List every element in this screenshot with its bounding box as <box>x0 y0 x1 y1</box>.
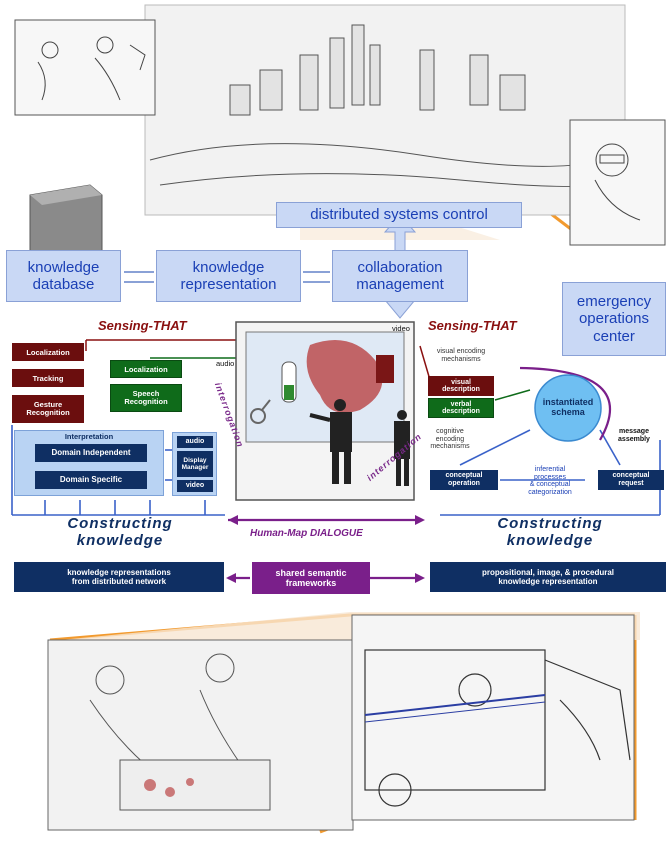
localization-box: Localization <box>12 343 84 361</box>
knowledge-representations-box: knowledge representations from distribut… <box>14 562 224 592</box>
emergency-operations-center-box: emergency operations center <box>562 282 666 356</box>
visual-encoding-label: visual encoding mechanisms <box>436 348 486 363</box>
green-localization-box: Localization <box>110 360 182 378</box>
shared-semantic-frameworks-box: shared semantic frameworks <box>252 562 370 594</box>
sensing-that-left: Sensing-THAT <box>98 318 187 333</box>
constructing-knowledge-left: Constructing knowledge <box>67 515 173 549</box>
collaboration-management-label: collaboration management <box>356 258 444 293</box>
collaboration-management-box: collaboration management <box>332 250 468 302</box>
conceptual-operation-box: conceptual operation <box>430 470 498 490</box>
instantiated-schema-label: instantiated schema <box>542 397 594 417</box>
verbal-description-box: verbal description <box>428 398 494 418</box>
message-assembly-label: message assembly <box>618 428 650 443</box>
conceptual-operation-label: conceptual operation <box>445 471 483 487</box>
verbal-description-label: verbal description <box>442 400 480 415</box>
propositional-knowledge-box: propositional, image, & procedural knowl… <box>430 562 666 592</box>
display-manager-label: Display Manager <box>181 456 209 471</box>
distributed-systems-control-label: distributed systems control <box>310 206 488 224</box>
propositional-knowledge-label: propositional, image, & procedural knowl… <box>481 567 615 586</box>
audio-tag: audio <box>216 359 235 368</box>
sensing-that-right: Sensing-THAT <box>428 318 517 333</box>
gesture-recognition-label: Gesture Recognition <box>26 399 70 417</box>
visual-description-label: visual description <box>442 378 480 393</box>
conceptual-request-box: conceptual request <box>598 470 664 490</box>
conceptual-request-label: conceptual request <box>612 471 650 487</box>
human-map-dialogue-label: Human-Map DIALOGUE <box>250 528 363 539</box>
domain-specific-label: Domain Specific <box>59 475 123 485</box>
domain-independent-box: Domain Independent <box>35 444 147 462</box>
shared-semantic-frameworks-label: shared semantic frameworks <box>275 568 347 588</box>
speech-recognition-label: Speech Recognition <box>124 388 168 406</box>
localization-label: Localization <box>26 347 70 357</box>
video-box: video <box>177 480 213 492</box>
constructing-knowledge-right: Constructing knowledge <box>497 515 603 549</box>
knowledge-representation-label: knowledge representation <box>180 258 277 293</box>
knowledge-database-label: knowledge database <box>27 258 100 293</box>
inferential-processes-label: inferential processes & conceptual categ… <box>528 466 572 497</box>
interpretation-panel: Interpretation Domain Independent Domain… <box>14 430 164 496</box>
video-tag: video <box>392 324 410 333</box>
distributed-systems-control-box: distributed systems control <box>276 202 522 228</box>
video-label: video <box>185 481 205 489</box>
media-panel: audio Display Manager video <box>172 432 217 496</box>
gesture-recognition-box: Gesture Recognition <box>12 395 84 423</box>
audio-label: audio <box>185 437 205 445</box>
speech-recognition-box: Speech Recognition <box>110 384 182 412</box>
cognitive-encoding-label: cognitive encoding mechanisms <box>430 428 470 451</box>
domain-independent-label: Domain Independent <box>51 448 131 458</box>
emergency-operations-center-label: emergency operations center <box>576 293 652 345</box>
knowledge-database-box: knowledge database <box>6 250 121 302</box>
tracking-label: Tracking <box>32 373 64 383</box>
audio-box: audio <box>177 436 213 448</box>
domain-specific-box: Domain Specific <box>35 471 147 489</box>
interpretation-label: Interpretation <box>64 432 114 441</box>
tracking-box: Tracking <box>12 369 84 387</box>
display-manager-box: Display Manager <box>177 451 213 477</box>
knowledge-representation-box: knowledge representation <box>156 250 301 302</box>
knowledge-representations-label: knowledge representations from distribut… <box>67 567 171 586</box>
visual-description-box: visual description <box>428 376 494 396</box>
green-localization-label: Localization <box>124 364 168 374</box>
